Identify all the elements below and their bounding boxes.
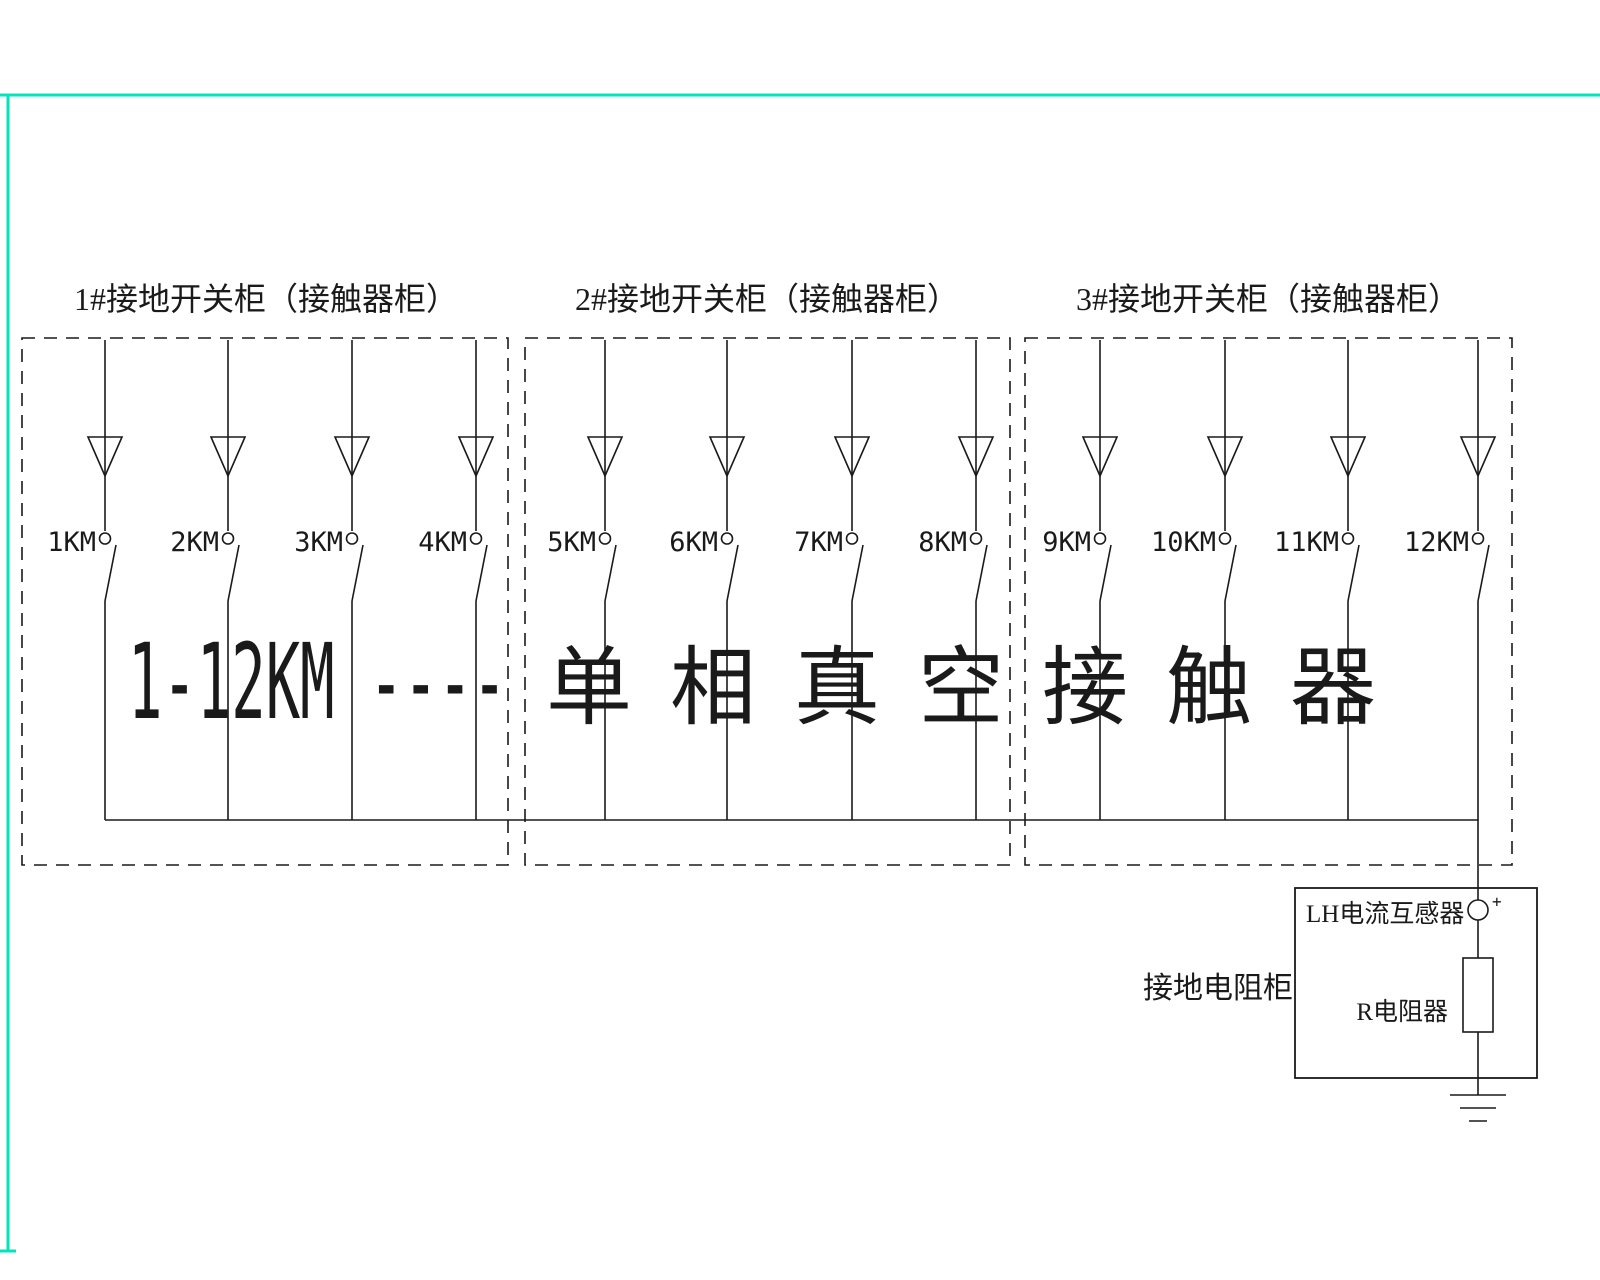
contact-circle-icon [845,532,859,545]
switch-blade-icon [851,544,864,602]
sheet-border [0,93,1600,1253]
switch-blade-icon [104,544,117,602]
branch-3km: 3KM [294,340,371,820]
switch-blade-icon [475,544,488,602]
down-arrow-icon [1329,436,1367,479]
current-transformer-label: LH电流互感器 [1306,900,1464,928]
cabinet-3-box [1024,337,1513,866]
km-label: 6KM [669,527,718,558]
down-arrow-icon [1206,436,1244,479]
resistor-symbol [1462,957,1494,1033]
branch-9km: 9KM [1042,340,1119,820]
km-label: 1KM [47,527,96,558]
down-arrow-icon [333,436,371,479]
down-arrow-icon [86,436,124,479]
branch-7km: 7KM [794,340,871,820]
contact-circle-icon [98,532,112,545]
km-label: 5KM [547,527,596,558]
km-label: 10KM [1151,527,1216,558]
switch-blade-icon [1477,544,1490,602]
km-label: 7KM [794,527,843,558]
down-arrow-icon [957,436,995,479]
transformer-polarity-mark: + [1492,892,1502,911]
branch-4km: 4KM [418,340,495,820]
contact-circle-icon [969,532,983,545]
branch-10km: 10KM [1151,340,1244,820]
branch-2km: 2KM [170,340,247,820]
grounding-cabinet-box [1294,887,1538,1079]
switch-blade-icon [726,544,739,602]
current-transformer-icon [1467,899,1489,921]
grounding-resistor-cabinet: 接地电阻柜 LH电流互感器 + R电阻器 [1143,887,1538,1122]
km-label: 12KM [1404,527,1469,558]
km-label: 2KM [170,527,219,558]
branch-11km: 11KM [1274,340,1367,820]
switch-blade-icon [975,544,988,602]
branch-5km: 5KM [547,340,624,820]
down-arrow-icon [457,436,495,479]
km-label: 11KM [1274,527,1339,558]
annotation-range-text: 1-12KM ---- [128,621,507,743]
down-arrow-icon [1081,436,1119,479]
cabinet-3-title: 3#接地开关柜（接触器柜） [1076,281,1460,317]
resistor-label: R电阻器 [1356,998,1448,1026]
cabinet-2-box [524,337,1011,866]
switch-blade-icon [604,544,617,602]
annotation-description-text: 单相真空接触器 [546,640,1414,736]
down-arrow-icon [1459,436,1497,479]
contact-circle-icon [1471,532,1485,545]
switch-blade-icon [351,544,364,602]
down-arrow-icon [209,436,247,479]
km-label: 3KM [294,527,343,558]
contact-circle-icon [598,532,612,545]
km-label: 4KM [418,527,467,558]
branch-12km: 12KM [1404,340,1497,820]
switch-blade-icon [1099,544,1112,602]
down-arrow-icon [833,436,871,479]
contact-circle-icon [221,532,235,545]
cabinet-1-box [21,337,509,866]
contact-circle-icon [1093,532,1107,545]
cabinet-1-title: 1#接地开关柜（接触器柜） [74,281,458,317]
contact-circle-icon [720,532,734,545]
km-label: 9KM [1042,527,1091,558]
contact-circle-icon [1341,532,1355,545]
km-label: 8KM [918,527,967,558]
contact-circle-icon [345,532,359,545]
switch-blade-icon [1347,544,1360,602]
switch-blade-icon [227,544,240,602]
grounding-cabinet-label: 接地电阻柜 [1143,972,1293,1005]
contactor-branches: 1KM 2KM 3KM 4KM 5KM 6KM 7KM 8KM 9KM 10KM 11KM 12KM [47,340,1497,820]
contact-circle-icon [1218,532,1232,545]
bus-line [105,819,1479,900]
ground-icon [1450,1094,1506,1122]
cabinet-2-title: 2#接地开关柜（接触器柜） [575,281,959,317]
down-arrow-icon [586,436,624,479]
branch-8km: 8KM [918,340,995,820]
contact-circle-icon [469,532,483,545]
branch-1km: 1KM [47,340,124,820]
down-arrow-icon [708,436,746,479]
switch-blade-icon [1224,544,1237,602]
branch-6km: 6KM [669,340,746,820]
